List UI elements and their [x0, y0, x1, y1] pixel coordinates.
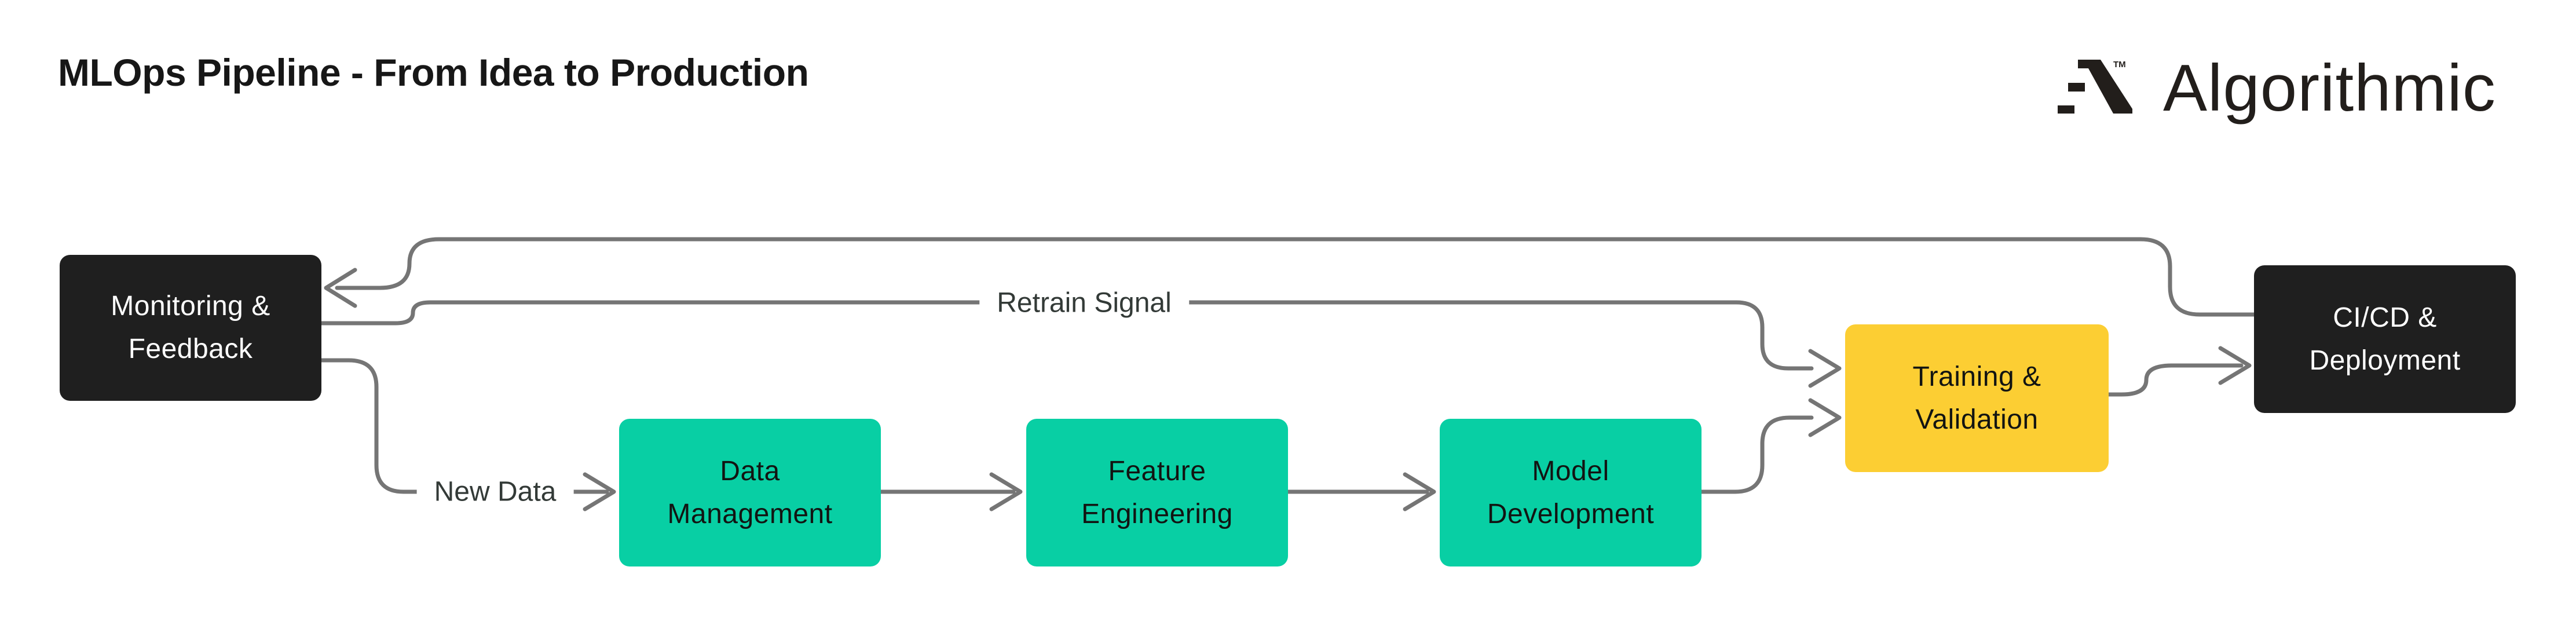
- arrowhead-icon: [324, 268, 357, 308]
- node-label-line: Monitoring &: [111, 291, 270, 321]
- node-label-line: Feature: [1108, 455, 1206, 487]
- page-title: MLOps Pipeline - From Idea to Production: [58, 51, 809, 94]
- arrowhead-icon: [1403, 472, 1436, 511]
- edge-training-to-cicd: [2106, 363, 2244, 397]
- brand-logo: TM Algorithmic: [2055, 51, 2524, 132]
- node-label-line: Training &: [1912, 361, 2041, 392]
- edge-label-retrain-signal: Retrain Signal: [979, 284, 1189, 321]
- arrowhead-icon: [2218, 346, 2252, 385]
- node-label-line: Deployment: [2309, 345, 2461, 376]
- node-data-management: Data Management: [619, 419, 881, 566]
- node-label-line: Feedback: [128, 334, 253, 364]
- edge-monitoring-to-training: [319, 300, 1814, 371]
- node-feature-engineering: Feature Engineering: [1026, 419, 1288, 566]
- node-label-line: Validation: [1915, 404, 2039, 435]
- node-monitoring-feedback: Monitoring & Feedback: [60, 255, 321, 401]
- arrowhead-icon: [989, 472, 1023, 511]
- edge-monitoring-to-data-management: [319, 358, 609, 494]
- edge-label-new-data: New Data: [416, 473, 574, 510]
- algorithmic-mark-icon: TM: [2058, 60, 2132, 114]
- node-label-line: Development: [1487, 498, 1655, 529]
- trademark-symbol: TM: [2113, 60, 2126, 70]
- node-label-line: Data: [720, 455, 780, 487]
- node-cicd-deployment: CI/CD & Deployment: [2254, 265, 2516, 413]
- node-training-validation: Training & Validation: [1845, 324, 2109, 472]
- node-label-line: Engineering: [1081, 498, 1233, 529]
- node-label-line: CI/CD &: [2333, 302, 2437, 333]
- edge-model-development-to-training: [1699, 415, 1814, 494]
- node-model-development: Model Development: [1440, 419, 1702, 566]
- node-label-line: Model: [1532, 455, 1609, 487]
- node-label-line: Management: [667, 498, 833, 529]
- arrowhead-icon: [583, 472, 616, 511]
- arrowhead-icon: [1808, 349, 1842, 388]
- edge-cicd-to-monitoring: [335, 237, 2256, 317]
- arrowhead-icon: [1808, 398, 1842, 437]
- brand-name: Algorithmic: [2163, 52, 2496, 125]
